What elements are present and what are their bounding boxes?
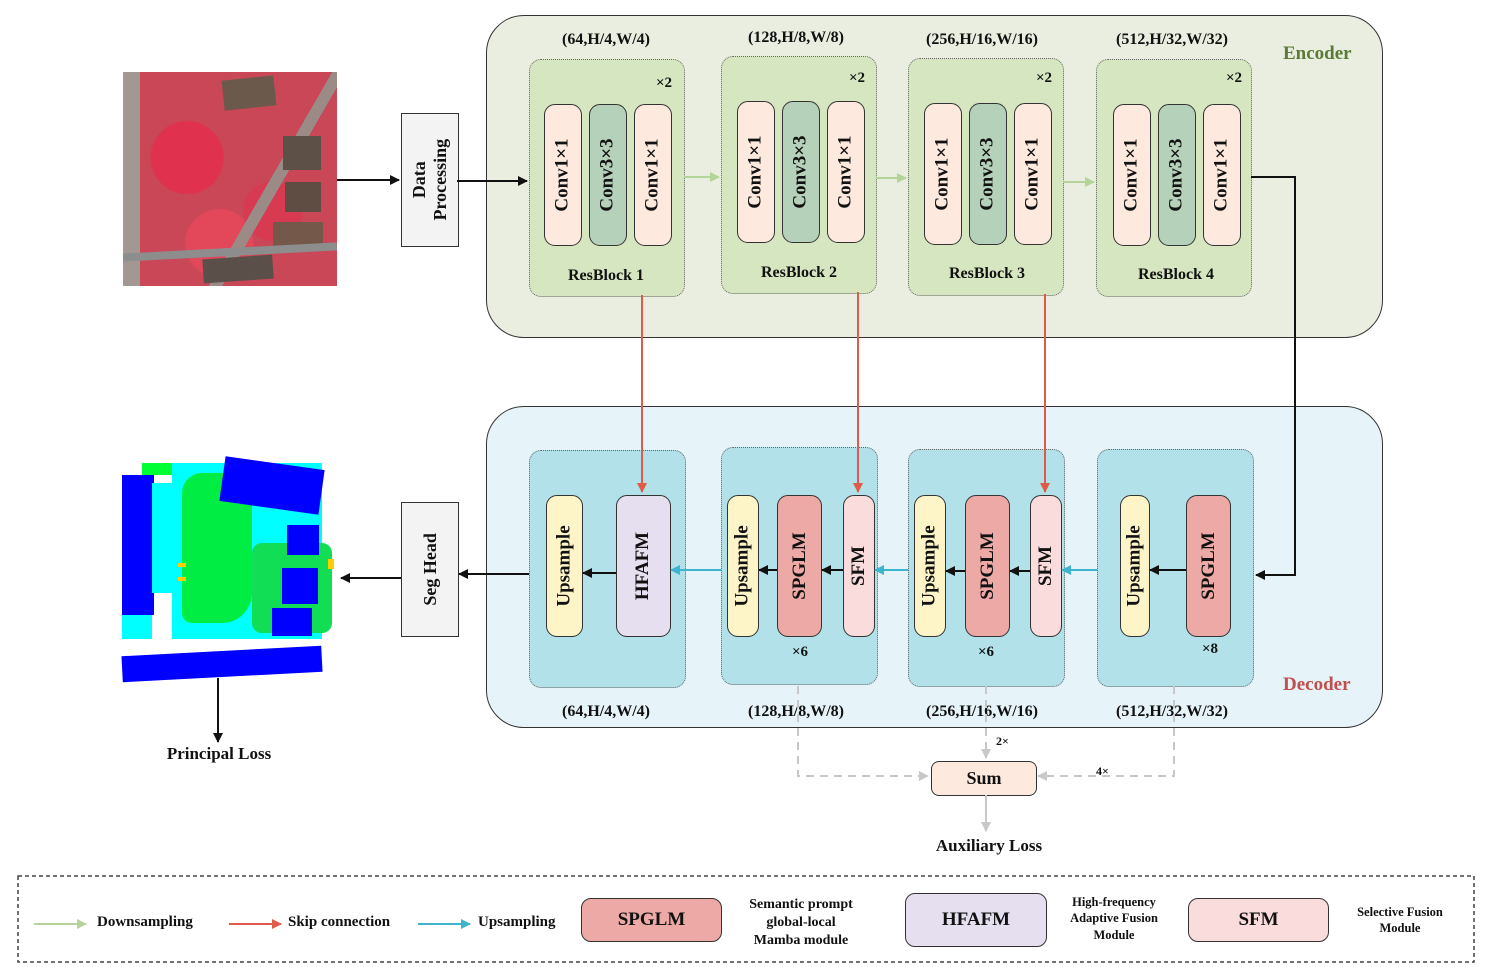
repeat-label: ×2 [1226, 70, 1243, 86]
legend-sfm-pill: SFM [1188, 898, 1329, 942]
sfm-pill: SFM [1030, 495, 1062, 637]
roof [283, 136, 321, 170]
repeat-label: ×6 [977, 644, 995, 660]
repeat-label: ×6 [791, 644, 809, 660]
conv-pill: Conv1×1 [1203, 104, 1241, 246]
decoder-dims-3: (256,H/16,W/16) [926, 703, 1038, 720]
seg-building [287, 525, 319, 555]
roof [273, 222, 323, 246]
conv-pill: Conv1×1 [737, 101, 775, 243]
upsample-pill: Upsample [727, 495, 759, 637]
seg-car [178, 577, 186, 581]
conv-pill: Conv1×1 [1014, 103, 1052, 245]
conv-pill: Conv1×1 [827, 101, 865, 243]
resblock-label: ResBlock 1 [568, 267, 644, 284]
seg-building [272, 608, 312, 636]
seg-car [328, 559, 334, 569]
decoder-dims-1: (64,H/4,W/4) [562, 703, 650, 720]
seg-building [282, 568, 318, 604]
segmentation-map [121, 456, 336, 683]
aux-arrow [1037, 686, 1175, 781]
resblock-label: ResBlock 2 [761, 264, 837, 281]
encoder-dims-4: (512,H/32,W/32) [1116, 31, 1228, 48]
upsample-pill: Upsample [546, 495, 583, 637]
conv-pill: Conv3×3 [1158, 104, 1196, 246]
repeat-label: ×2 [1036, 70, 1053, 86]
input-aerial-image [122, 72, 338, 286]
seg-surface [152, 483, 174, 593]
repeat-label: ×2 [849, 70, 866, 86]
decoder-dims-4: (512,H/32,W/32) [1116, 703, 1228, 720]
legend-skip: Skip connection [288, 914, 391, 930]
repeat-label: ×8 [1201, 641, 1219, 657]
conv-pill: Conv1×1 [1113, 104, 1151, 246]
conv-pill: Conv1×1 [634, 104, 672, 246]
aux-arrow [797, 686, 929, 781]
repeat-label: ×2 [656, 75, 673, 91]
seg-vegetation [142, 463, 172, 475]
legend-box [17, 875, 1475, 963]
spglm-pill: SPGLM [1186, 495, 1231, 637]
seg-building [122, 475, 154, 615]
seg-head-box: Seg Head [401, 502, 459, 637]
seg-car [178, 563, 186, 567]
bottleneck-arrow [1251, 176, 1296, 580]
sum-box: Sum [931, 761, 1037, 796]
decoder-dims-2: (128,H/8,W/8) [748, 703, 844, 720]
resblock-label: ResBlock 3 [949, 265, 1025, 282]
scale-2x-label: 2× [996, 734, 1009, 748]
encoder-dims-3: (256,H/16,W/16) [926, 31, 1038, 48]
conv-pill: Conv3×3 [782, 101, 820, 243]
conv-pill: Conv1×1 [924, 103, 962, 245]
resblock-label: ResBlock 4 [1138, 266, 1214, 283]
encoder-dims-2: (128,H/8,W/8) [748, 29, 844, 46]
decoder-title: Decoder [1283, 674, 1351, 695]
roof [285, 182, 321, 212]
conv-pill: Conv3×3 [589, 104, 627, 246]
legend-downsampling: Downsampling [97, 914, 193, 930]
conv-pill: Conv1×1 [544, 104, 582, 246]
conv-pill: Conv3×3 [969, 103, 1007, 245]
encoder-title: Encoder [1283, 43, 1352, 64]
scale-4x-label: 4× [1096, 764, 1109, 778]
encoder-dims-1: (64,H/4,W/4) [562, 31, 650, 48]
principal-loss-label: Principal Loss [166, 744, 272, 763]
legend-spglm-pill: SPGLM [581, 898, 722, 942]
auxiliary-loss-label: Auxiliary Loss [935, 836, 1043, 855]
legend-hfafm-pill: HFAFM [905, 893, 1047, 947]
legend-upsampling: Upsampling [478, 914, 556, 930]
